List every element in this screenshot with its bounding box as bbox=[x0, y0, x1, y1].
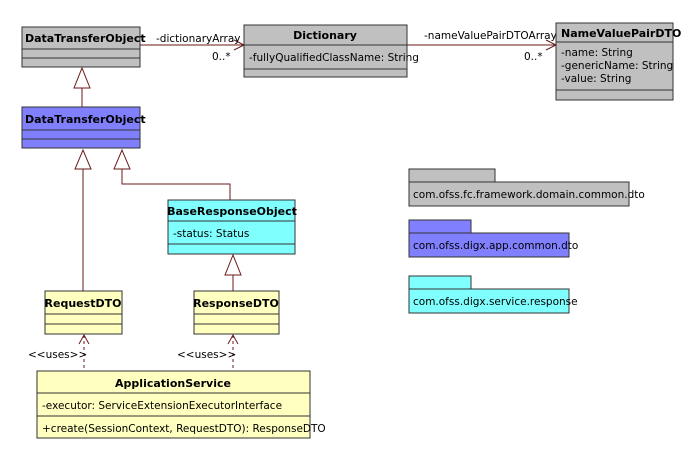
attribute-name: -name: String bbox=[561, 47, 633, 59]
generalization-response-dto bbox=[224, 253, 242, 291]
uses-response-label: <<uses>> bbox=[177, 349, 236, 361]
role-dictionary-array: -dictionaryArray bbox=[156, 33, 241, 45]
attribute-fully-qualified-class-name: -fullyQualifiedClassName: String bbox=[249, 52, 419, 64]
generalization-dto-mid-top bbox=[73, 66, 91, 107]
class-name: RequestDTO bbox=[45, 297, 122, 310]
attribute-status: -status: Status bbox=[173, 228, 249, 240]
class-data-transfer-object-app[interactable]: DataTransferObject bbox=[21, 106, 146, 149]
operation-create: +create(SessionContext, RequestDTO): Res… bbox=[42, 423, 326, 435]
multiplicity-nvp: 0..* bbox=[524, 51, 543, 63]
generalization-base-response bbox=[113, 148, 231, 200]
class-name: ResponseDTO bbox=[193, 297, 279, 310]
association-dto-dictionary: -dictionaryArray 0..* bbox=[140, 33, 246, 63]
dependency-uses-request: <<uses>> bbox=[28, 333, 90, 371]
class-base-response-object[interactable]: BaseResponseObject -status: Status bbox=[167, 199, 297, 255]
package-label: com.ofss.digx.service.response bbox=[413, 296, 578, 308]
dependency-uses-response: <<uses>> bbox=[177, 333, 239, 371]
class-name: NameValuePairDTO bbox=[561, 27, 681, 40]
attribute-value: -value: String bbox=[561, 73, 631, 85]
legend-package-framework-dto: com.ofss.fc.framework.domain.common.dto bbox=[408, 168, 645, 207]
package-label: com.ofss.digx.app.common.dto bbox=[413, 240, 578, 252]
legend-package-app-dto: com.ofss.digx.app.common.dto bbox=[408, 219, 578, 258]
role-name-value-pair-array: -nameValuePairDTOArray bbox=[424, 30, 557, 42]
class-name: Dictionary bbox=[293, 29, 357, 42]
generalization-request-dto bbox=[74, 148, 92, 291]
attribute-generic-name: -genericName: String bbox=[561, 60, 673, 72]
class-request-dto[interactable]: RequestDTO bbox=[44, 290, 123, 335]
class-application-service[interactable]: ApplicationService -executor: ServiceExt… bbox=[36, 370, 326, 439]
class-name: DataTransferObject bbox=[25, 32, 146, 45]
association-dictionary-nvp: -nameValuePairDTOArray 0..* bbox=[407, 30, 558, 63]
multiplicity-dictionary: 0..* bbox=[212, 51, 231, 63]
class-data-transfer-object-base[interactable]: DataTransferObject bbox=[21, 26, 146, 68]
class-name-value-pair-dto[interactable]: NameValuePairDTO -name: String -genericN… bbox=[555, 22, 681, 101]
class-name: ApplicationService bbox=[115, 377, 231, 390]
class-dictionary[interactable]: Dictionary -fullyQualifiedClassName: Str… bbox=[243, 24, 419, 78]
class-name: DataTransferObject bbox=[25, 113, 146, 126]
legend-package-service-response: com.ofss.digx.service.response bbox=[408, 275, 578, 314]
package-label: com.ofss.fc.framework.domain.common.dto bbox=[413, 189, 645, 201]
attribute-executor: -executor: ServiceExtensionExecutorInter… bbox=[42, 400, 282, 412]
class-name: BaseResponseObject bbox=[167, 205, 297, 218]
class-response-dto[interactable]: ResponseDTO bbox=[193, 290, 280, 335]
uses-request-label: <<uses>> bbox=[28, 349, 87, 361]
